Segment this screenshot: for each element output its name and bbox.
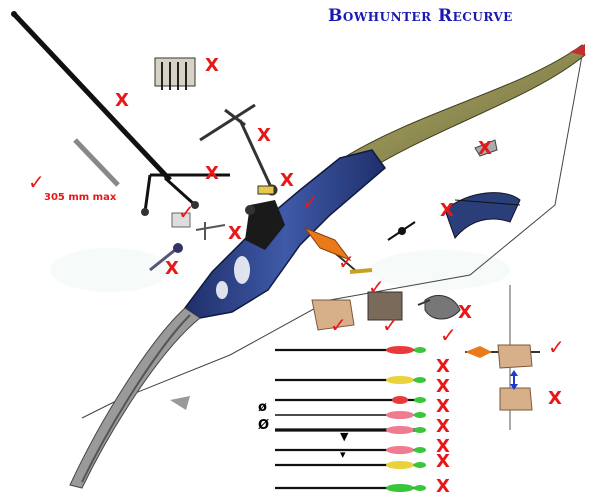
arrow-long-fletch bbox=[275, 484, 426, 492]
bow-quiver-not-allowed-mark: X bbox=[205, 55, 219, 76]
arrow-fletching bbox=[386, 461, 414, 469]
lower-nock bbox=[170, 396, 190, 410]
short-stabilizer bbox=[73, 138, 120, 187]
arrow-mixed-fletch-not-allowed-mark: X bbox=[436, 356, 450, 377]
arrow-fletching bbox=[386, 376, 414, 384]
diameter-symbol: ø bbox=[258, 400, 267, 415]
bow-quiver bbox=[154, 57, 196, 90]
broadhead-arrow bbox=[303, 226, 356, 271]
arrow-fletching bbox=[386, 484, 414, 492]
upper-limb-tip bbox=[570, 44, 585, 56]
arrow-nock bbox=[414, 412, 426, 418]
arrow-mixed-fletch bbox=[275, 376, 426, 384]
nock-point-allowed-mark: ✓ bbox=[368, 275, 385, 299]
long-rod-stabilizer-not-allowed-mark: X bbox=[115, 90, 129, 111]
diameter-symbol-cap: Ø bbox=[258, 418, 270, 433]
clicker bbox=[195, 222, 226, 240]
shooting-glove bbox=[311, 299, 355, 331]
nock-point bbox=[349, 268, 373, 274]
string-silencer bbox=[387, 221, 416, 241]
arrow-nock bbox=[414, 485, 426, 491]
short-stabilizer-allowed-mark: ✓ bbox=[28, 170, 45, 194]
grip bbox=[245, 200, 285, 250]
arrow-standard-allowed-mark: ✓ bbox=[440, 323, 457, 347]
shooting-glove-allowed-mark: ✓ bbox=[382, 313, 399, 337]
arrow-long-fletch-not-allowed-mark: X bbox=[436, 476, 450, 497]
arrow-fletching bbox=[386, 426, 414, 434]
arrow-thin-shaft bbox=[275, 411, 426, 419]
arrow-nock bbox=[414, 447, 426, 453]
v-bar-stabilizer bbox=[143, 173, 230, 213]
release-aid-not-allowed-mark: X bbox=[458, 302, 472, 323]
diagram-title: Bowhunter Recurve bbox=[328, 6, 513, 26]
split-finger-draw bbox=[465, 285, 540, 430]
arrow-fletching bbox=[386, 411, 414, 419]
string-silencer-allowed-mark: ✓ bbox=[302, 190, 319, 214]
length-note: 305 mm max bbox=[44, 192, 117, 203]
arrow-nock bbox=[414, 427, 426, 433]
crest-marker: ▾ bbox=[340, 448, 346, 461]
arrow-cresting-a-not-allowed-mark: X bbox=[436, 436, 450, 457]
anchor-below-chin-not-allowed-mark: X bbox=[548, 388, 562, 409]
arrow-short-fletch bbox=[275, 396, 426, 404]
arrow-cresting-b-not-allowed-mark: X bbox=[436, 451, 450, 472]
finger-tab-allowed-mark: ✓ bbox=[330, 313, 347, 337]
arrow-nock bbox=[414, 462, 426, 468]
clicker-not-allowed-mark: X bbox=[228, 223, 242, 244]
arrow-fletching bbox=[386, 346, 414, 354]
arrow-cresting-a bbox=[275, 446, 426, 454]
riser-window bbox=[216, 281, 228, 299]
plunger bbox=[149, 243, 183, 272]
peep-sight-not-allowed-mark: X bbox=[440, 200, 454, 221]
plunger-not-allowed-mark: X bbox=[165, 258, 179, 279]
arrow-rest bbox=[171, 212, 191, 228]
riser-window bbox=[234, 256, 250, 284]
arrow-standard bbox=[275, 346, 426, 354]
arrow-thick-shaft-not-allowed-mark: X bbox=[436, 416, 450, 437]
arrow-fletching bbox=[392, 396, 408, 404]
arrow-nock bbox=[414, 377, 426, 383]
long-rod-stabilizer bbox=[12, 12, 172, 182]
arrow-rest-allowed-mark: ✓ bbox=[178, 200, 195, 224]
crest-marker: ▼ bbox=[340, 430, 349, 443]
broadhead-arrow-allowed-mark: ✓ bbox=[338, 250, 355, 274]
background-watermark bbox=[50, 248, 510, 292]
kisser-not-allowed-mark: X bbox=[478, 138, 492, 159]
level-not-allowed-mark: X bbox=[280, 170, 294, 191]
arrow-nock bbox=[414, 347, 426, 353]
split-finger-draw-allowed-mark: ✓ bbox=[548, 335, 565, 359]
arrow-thin-shaft-not-allowed-mark: X bbox=[436, 396, 450, 417]
peep-sight bbox=[444, 192, 521, 239]
lower-limb-inner bbox=[81, 314, 191, 483]
v-bar-stabilizer-not-allowed-mark: X bbox=[205, 163, 219, 184]
finger-tab bbox=[367, 291, 403, 321]
arrow-fletching bbox=[386, 446, 414, 454]
anchor-below-chin bbox=[499, 370, 533, 411]
kisser bbox=[474, 139, 498, 157]
arrow-rows: ▼▾ bbox=[275, 346, 426, 492]
bow-sight-not-allowed-mark: X bbox=[257, 125, 271, 146]
arrow-thick-shaft bbox=[275, 426, 426, 434]
arrow-nock bbox=[414, 397, 426, 403]
release-aid bbox=[417, 295, 461, 320]
level bbox=[257, 185, 275, 195]
arrow-short-fletch-not-allowed-mark: X bbox=[436, 376, 450, 397]
arrow-cresting-b bbox=[275, 461, 426, 469]
